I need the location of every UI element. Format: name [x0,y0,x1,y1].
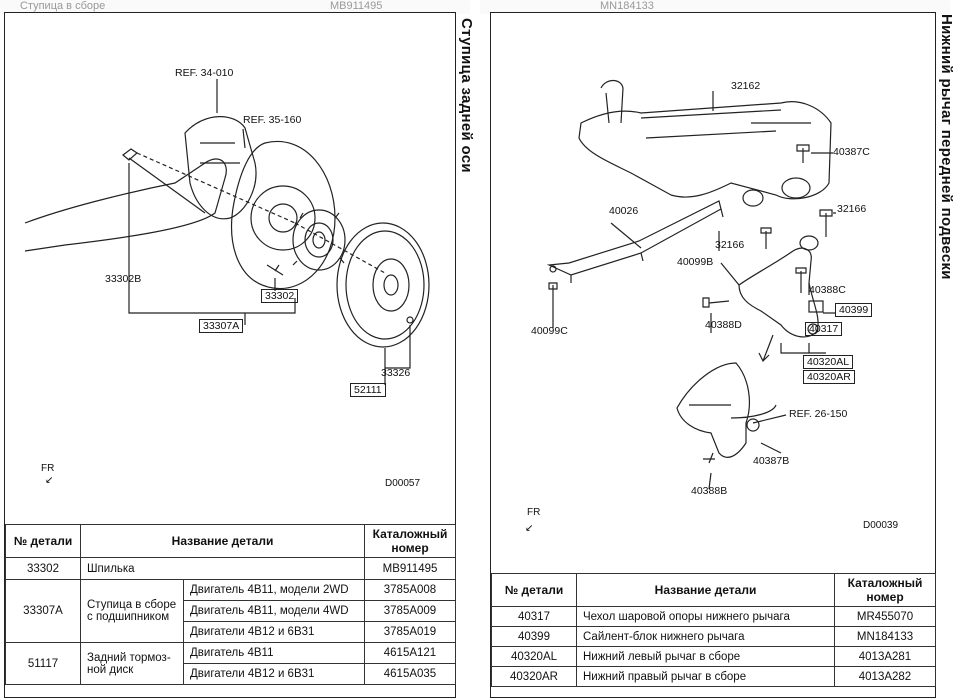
brake-disc [336,222,430,348]
table-header-row: № детали Название детали Каталожный номе… [491,573,936,607]
callout-ref-26-150: REF. 26-150 [789,408,848,420]
cell-variant: Двигатель 4B11 [183,642,365,664]
callout-32162: 32162 [731,80,761,92]
fr-label-right: FR [527,507,541,518]
section-title-lower-arm: Нижний рычаг передней подвески [938,14,955,280]
cell-part-name: Нижний левый рычаг в сборе [576,646,835,667]
table-row: 40320AL Нижний левый рычаг в сборе 4013A… [491,646,936,667]
fr-arrow-left: ↙ [45,475,53,486]
rear-hub-exploded-drawing: ↙ [24,79,430,486]
cell-catalog-number: 4013A281 [834,646,936,667]
ghost-text-right: MN184133 [600,0,654,12]
col-catalog-number: Каталожный номер [364,524,456,558]
ghost-text-left-2: MB911495 [330,0,383,12]
cell-part-number: 40320AR [491,666,577,687]
rear-hub-diagram-panel: ↙ REF. 34-010 REF. 35-160 33302B 33302 3… [4,12,456,698]
callout-52111: 52111 [350,383,386,397]
cell-part-name: Сайлент-блок нижнего рычага [576,626,835,647]
lower-arm-exploded-drawing: ↙ [525,79,836,534]
callout-40387C: 40387C [833,146,870,158]
callout-40387B: 40387B [753,455,790,467]
callout-33302: 33302 [261,289,299,303]
callout-33307A: 33307A [199,319,244,333]
cell-catalog-number: MN184133 [834,626,936,647]
rear-hub-parts-table: № детали Название детали Каталожный номе… [5,524,456,685]
hub-bearing [292,209,346,271]
cell-part-name: Шпилька [80,557,365,580]
lower-arm-diagram-panel: ↙ 32162 40387C 40026 32166 32166 40099B … [490,12,936,698]
cell-part-number: 33302 [5,557,81,580]
callout-40399: 40399 [835,303,873,317]
cell-part-number: 33307A [5,579,81,643]
callout-ref-34-010: REF. 34-010 [175,67,234,79]
col-part-name: Название детали [576,573,835,607]
callout-40317: 40317 [805,322,843,336]
knuckle-body [184,116,257,220]
callout-32166-b: 32166 [715,239,745,251]
table-row: Двигатели 4B12 и 6B31 4615A035 [6,663,456,685]
table-row: 40320AR Нижний правый рычаг в сборе 4013… [491,666,936,687]
cell-part-name: Ступица в сборе с подшипником [80,579,184,643]
bolt-33302B [122,148,206,214]
section-title-rear-hub: Ступица задней оси [458,18,475,173]
cell-catalog-number: 3785A008 [364,579,456,601]
cell-part-name: Нижний правый рычаг в сборе [576,666,835,687]
callout-40099C: 40099C [531,325,568,337]
top-ghost-strip-right [480,0,950,14]
cell-variant: Двигатель 4B11, модели 4WD [183,600,365,622]
cell-part-name: Задний тормоз-ной диск [80,642,184,685]
cell-part-number: 40320AL [491,646,577,667]
steering-knuckle [676,362,751,458]
top-ghost-strip-left [0,0,470,14]
cell-part-number: 40399 [491,626,577,647]
table-row: 33307A Ступица в сборе с подшипником Дви… [5,579,456,643]
col-part-number: № детали [491,573,577,607]
callout-33326: 33326 [381,367,411,379]
cell-catalog-number: 3785A009 [364,600,456,622]
cell-part-number: 51117 [5,642,81,685]
cell-catalog-number: MR455070 [834,606,936,627]
table-row: 40399 Сайлент-блок нижнего рычага MN1841… [491,626,936,647]
table-header-row: № детали Название детали Каталожный номе… [5,524,456,558]
cell-part-name: Чехол шаровой опоры нижнего рычага [576,606,835,627]
callout-40388B: 40388B [691,485,728,497]
table-row: 33302 Шпилька MB911495 [5,557,456,580]
lower-control-arm [738,247,819,338]
cell-catalog-number: 4615A035 [364,663,456,685]
table-row: Двигатель 4B11, модели 4WD 3785A009 [6,600,456,622]
crossmember [578,101,832,200]
trailing-arm [24,158,227,252]
col-part-number: № детали [5,524,81,558]
lower-arm-parts-table: № детали Название детали Каталожный номе… [491,573,936,687]
cell-variant: Двигатели 4B12 и 6B31 [183,621,365,643]
callout-ref-35-160: REF. 35-160 [243,114,302,126]
callout-40388D: 40388D [705,319,742,331]
callout-33302B: 33302B [105,273,142,285]
cell-catalog-number: 4615A121 [364,642,456,664]
callout-40388C: 40388C [809,284,846,296]
cell-variant: Двигатель 4B11, модели 2WD [183,579,365,601]
cell-part-number: 40317 [491,606,577,627]
callout-40099B: 40099B [677,256,714,268]
col-part-name: Название детали [80,524,365,558]
fr-label-left: FR [41,463,55,474]
bracket-40026 [546,200,722,276]
diagram-code-right: D00039 [863,520,899,531]
fr-arrow-right: ↙ [525,523,533,534]
callout-32166-a: 32166 [837,203,867,215]
col-catalog-number: Каталожный номер [834,573,936,607]
diagram-code-left: D00057 [385,478,421,489]
cell-catalog-number: MB911495 [364,557,456,580]
backing-plate [231,140,336,290]
callout-40320AL: 40320AL [803,355,854,369]
callout-40320AR: 40320AR [803,370,855,384]
table-row: 40317 Чехол шаровой опоры нижнего рычага… [491,606,936,627]
cell-variant: Двигатели 4B12 и 6B31 [183,663,365,685]
cell-catalog-number: 4013A282 [834,666,936,687]
callout-40026: 40026 [609,205,639,217]
cell-catalog-number: 3785A019 [364,621,456,643]
table-row: 51117 Задний тормоз-ной диск Двигатель 4… [5,642,456,685]
table-row: Двигатели 4B12 и 6B31 3785A019 [6,621,456,643]
ghost-text-left: Ступица в сборе [20,0,106,12]
